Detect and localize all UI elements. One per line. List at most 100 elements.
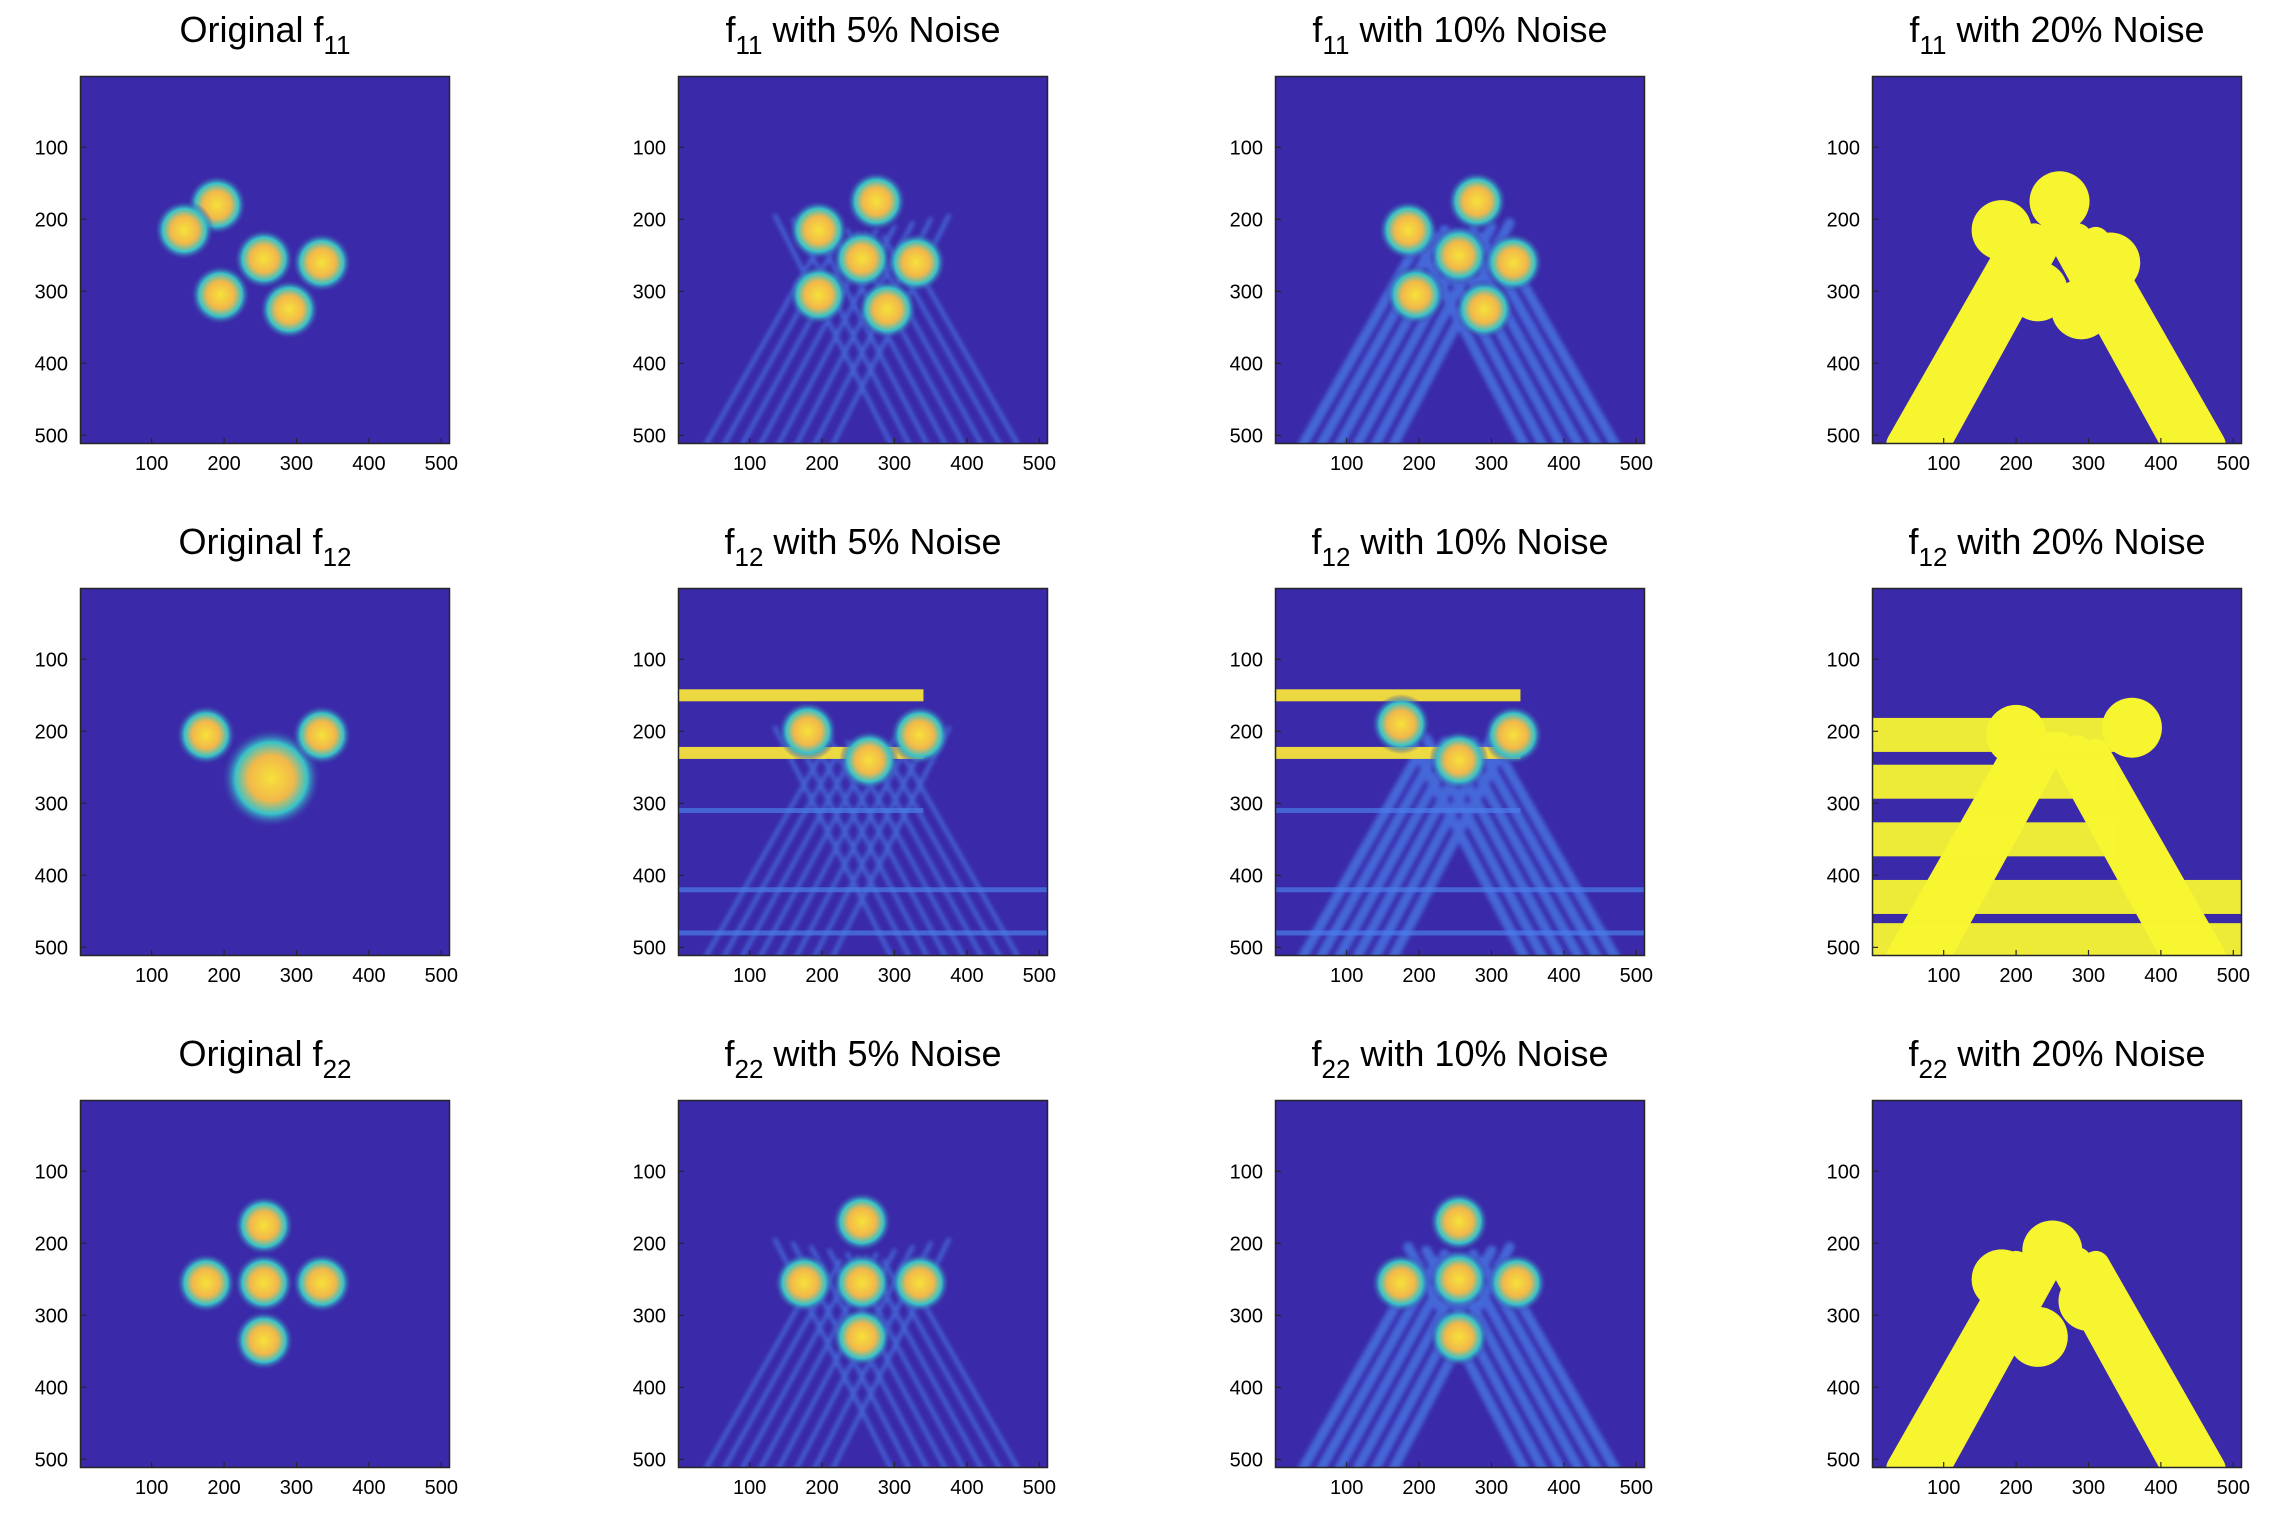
title-main: f <box>1909 9 1920 50</box>
y-tick-label: 300 <box>1827 281 1860 303</box>
title-subscript: 12 <box>734 542 764 572</box>
x-tick-label: 400 <box>352 453 385 475</box>
title-subscript: 12 <box>1918 542 1948 572</box>
x-tick-label: 200 <box>1999 1477 2032 1499</box>
artifact-streak <box>773 213 893 444</box>
title-main: Original f <box>179 9 324 50</box>
artifact-streak <box>1475 744 1602 956</box>
blob <box>1370 1252 1431 1313</box>
heatmap-content <box>1298 1191 1620 1468</box>
y-tick-label: 200 <box>35 209 68 231</box>
blob <box>1971 1249 2032 1310</box>
x-tick-label: 200 <box>805 1477 838 1499</box>
horizontal-streak <box>1872 822 2118 857</box>
x-tick-label: 300 <box>1475 1477 1508 1499</box>
blob <box>1378 200 1439 261</box>
x-tick-label: 500 <box>1620 453 1653 475</box>
title-subscript: 22 <box>1321 1054 1351 1084</box>
y-tick-label: 300 <box>35 281 68 303</box>
x-tick-label: 400 <box>352 1477 385 1499</box>
x-tick-label: 500 <box>1023 1477 1056 1499</box>
y-tick-label: 400 <box>1827 353 1860 375</box>
x-tick-label: 100 <box>1927 965 1960 987</box>
y-tick-label: 400 <box>633 353 666 375</box>
horizontal-streak <box>1275 930 1645 936</box>
x-tick-label: 100 <box>135 1477 168 1499</box>
y-tick-label: 200 <box>633 721 666 743</box>
panel-title: f11 with 5% Noise <box>725 10 1000 65</box>
artifact-streak <box>1922 1243 2067 1468</box>
artifact-streak <box>773 725 893 956</box>
title-subscript: 22 <box>322 1054 352 1084</box>
blob <box>1483 232 1544 293</box>
blob <box>221 728 322 829</box>
y-tick-label: 100 <box>1230 137 1263 159</box>
title-subscript: 12 <box>1321 542 1351 572</box>
panel-title: f11 with 10% Noise <box>1312 10 1607 65</box>
x-tick-label: 500 <box>1023 965 1056 987</box>
y-tick-label: 400 <box>1230 865 1263 887</box>
x-tick-label: 500 <box>425 1477 458 1499</box>
y-tick-label: 500 <box>633 1449 666 1471</box>
heatmap-content <box>1275 689 1645 956</box>
x-tick-label: 300 <box>878 1477 911 1499</box>
x-tick-label: 400 <box>2144 965 2177 987</box>
blob <box>1428 1249 1489 1310</box>
panel-title: Original f22 <box>179 1034 352 1089</box>
blob <box>291 1252 352 1313</box>
x-tick-label: 400 <box>950 965 983 987</box>
axes-frame <box>677 75 1049 445</box>
x-tick-label: 400 <box>2144 1477 2177 1499</box>
axes-frame <box>1871 75 2243 445</box>
y-tick-label: 500 <box>1230 425 1263 447</box>
y-tick-label: 500 <box>633 425 666 447</box>
y-tick-label: 400 <box>633 1377 666 1399</box>
y-tick-label: 400 <box>1827 865 1860 887</box>
blob <box>857 279 918 340</box>
horizontal-streak <box>678 887 1048 893</box>
y-tick-label: 500 <box>35 425 68 447</box>
blob <box>2051 279 2112 340</box>
axes-frame <box>1871 1099 2243 1469</box>
artifact-streak <box>830 725 951 956</box>
panel-title: f11 with 20% Noise <box>1909 10 2204 65</box>
blob <box>2101 697 2162 758</box>
panel-title: f12 with 20% Noise <box>1908 522 2205 577</box>
title-suffix: with 5% Noise <box>762 9 1001 50</box>
panel-title: Original f11 <box>179 10 350 65</box>
title-suffix: with 20% Noise <box>1947 521 2206 562</box>
blob <box>233 1252 294 1313</box>
y-tick-label: 100 <box>35 649 68 671</box>
x-tick-label: 300 <box>878 453 911 475</box>
heatmap-content <box>1886 1220 2226 1468</box>
heatmap-content <box>154 174 352 340</box>
x-tick-label: 200 <box>1402 453 1435 475</box>
x-tick-label: 100 <box>1927 453 1960 475</box>
x-tick-label: 400 <box>352 965 385 987</box>
y-tick-label: 500 <box>35 937 68 959</box>
x-tick-label: 200 <box>805 965 838 987</box>
horizontal-streak <box>1275 887 1645 893</box>
horizontal-streak <box>1275 808 1521 814</box>
y-tick-label: 300 <box>1827 1305 1860 1327</box>
y-tick-label: 300 <box>1827 793 1860 815</box>
blob <box>2058 1270 2119 1331</box>
x-tick-label: 500 <box>1620 1477 1653 1499</box>
x-tick-label: 300 <box>1475 965 1508 987</box>
y-tick-label: 100 <box>1230 1161 1263 1183</box>
x-tick-label: 400 <box>1547 453 1580 475</box>
title-subscript: 11 <box>323 30 351 60</box>
x-tick-label: 100 <box>733 453 766 475</box>
y-tick-label: 100 <box>633 1161 666 1183</box>
blob <box>831 1252 892 1313</box>
blob <box>233 228 294 289</box>
blob <box>1486 1252 1547 1313</box>
x-tick-label: 300 <box>280 453 313 475</box>
x-tick-label: 400 <box>1547 965 1580 987</box>
title-main: f <box>1311 1033 1322 1074</box>
